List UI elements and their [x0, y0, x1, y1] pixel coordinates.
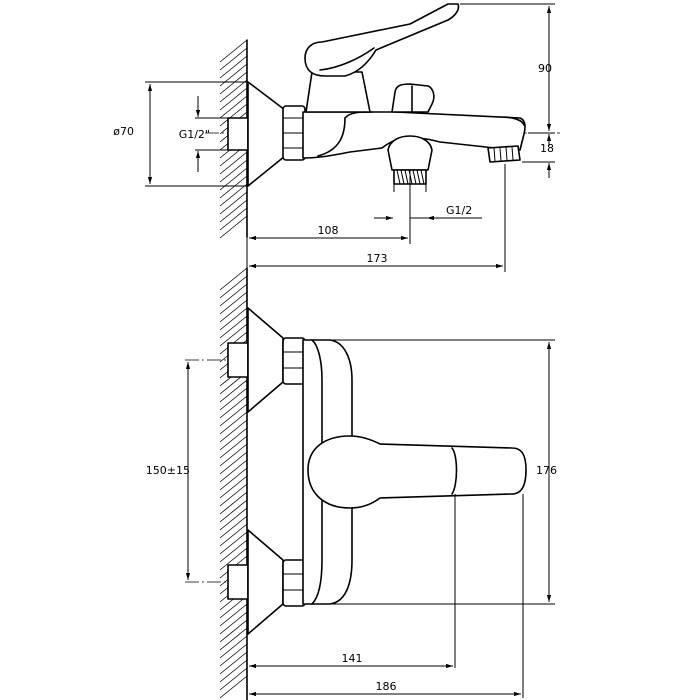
dim-inlet-thread-label: G1/2" [179, 128, 210, 141]
upper-inlet-assembly [227, 307, 306, 413]
front-view [185, 267, 527, 700]
dimensions-bottom: 150±15 176 141 186 [146, 339, 557, 698]
diverter-knob-top [391, 83, 435, 113]
cartridge-body-top [305, 71, 371, 113]
flange-cone-top [247, 81, 286, 187]
dim-front-width-inner-label: 141 [342, 652, 363, 665]
spout-aerator-top [487, 116, 525, 163]
dim-depth-outlet-label: 108 [318, 224, 339, 237]
dim-spout-height-label: 18 [540, 142, 554, 155]
side-view [205, 3, 560, 239]
lever-handle-top [304, 3, 460, 77]
dim-center-distance-label: 150±15 [146, 464, 190, 477]
lever-handle-front [307, 435, 527, 509]
inlet-stub-top [227, 117, 249, 151]
dim-front-width-total-label: 186 [376, 680, 397, 693]
dim-front-height-label: 176 [536, 464, 557, 477]
dim-top-height-label: 90 [538, 62, 552, 75]
lower-inlet-assembly [227, 529, 306, 635]
hex-nut-top [282, 105, 306, 161]
dim-depth-total-label: 173 [367, 252, 388, 265]
dimensions-top: ø70 G1/2" 90 18 G1/2 108 173 [113, 3, 555, 272]
dim-diameter-label: ø70 [113, 125, 134, 138]
dim-outlet-thread-label: G1/2 [446, 204, 472, 217]
